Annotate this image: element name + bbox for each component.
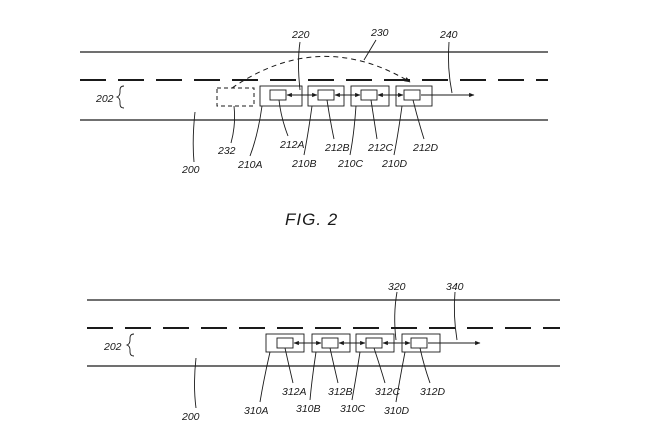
leader-310D [395,351,406,403]
figure-2: 202 220 230 [80,27,548,176]
vehicle-label-a: 210A [237,159,263,171]
direction-label-2: 340 [446,281,464,293]
vehicle-210A [259,85,303,107]
sensor-212C [360,89,378,101]
leader-210A [249,105,263,157]
leader-210B [303,105,313,156]
leader-212B [326,99,335,140]
vehicle-label-d-2: 310D [384,405,410,417]
leader-200 [192,111,196,163]
leader-320 [394,291,398,341]
sensor-label-c: 212C [367,142,394,154]
lane-brace-2 [125,333,135,357]
leader-210C [349,105,357,156]
sensor-312C [365,337,383,349]
leader-312C [373,347,386,384]
vehicle-label-d: 210D [381,158,408,170]
maneuver-arc [231,55,411,89]
leader-212A [278,99,289,137]
road-label: 200 [181,164,200,176]
sensor-label-d-2: 312D [420,386,446,398]
vehicle-label-c: 210C [337,158,364,170]
sensor-label-b-2: 312B [328,386,353,398]
sensor-312D [410,337,428,349]
placeholder-label: 232 [217,145,236,157]
vehicle-label-b: 210B [291,158,317,170]
sensor-212A [269,89,287,101]
sensor-label-a: 212A [279,139,305,151]
leader-340 [453,291,458,341]
sensor-label-a-2: 312A [282,386,307,398]
sensor-label-d: 212D [412,142,439,154]
leader-200-2 [194,357,197,409]
leader-240 [447,41,453,94]
leader-212C [370,99,378,140]
leader-212D [412,99,425,140]
lane-label-2: 202 [103,341,122,353]
leader-210D [393,105,403,156]
sensor-212B [317,89,335,101]
leader-230 [363,39,377,61]
sensor-label-b: 212B [324,142,350,154]
road-label-2: 200 [181,411,200,423]
leader-232 [230,105,236,144]
vehicle-210C [350,85,390,107]
vehicle-label-a-2: 310A [244,405,269,417]
lane-label: 202 [95,93,114,105]
vehicle-label-c-2: 310C [340,403,366,415]
leader-310B [309,351,317,401]
sensor-312B [321,337,339,349]
figure-3: 202 320 340 200 312A 310A 312B 3 [87,281,560,423]
direction-label: 240 [439,29,458,41]
lane-brace [115,85,125,109]
figure-caption: FIG. 2 [285,210,338,229]
sensor-212D [403,89,421,101]
platoon-label: 220 [291,29,310,41]
vehicle-label-b-2: 310B [296,403,321,415]
platoon-label-2: 320 [388,281,406,293]
sensor-312A [276,337,294,349]
leader-310A [259,351,271,403]
placeholder-vehicle [216,87,255,107]
leader-312B [329,347,339,384]
vehicle-210B [307,85,345,107]
maneuver-label: 230 [370,27,389,39]
leader-312A [284,347,294,384]
leader-220 [298,41,301,91]
sensor-label-c-2: 312C [375,386,401,398]
leader-312D [419,347,431,384]
leader-310C [351,351,361,401]
